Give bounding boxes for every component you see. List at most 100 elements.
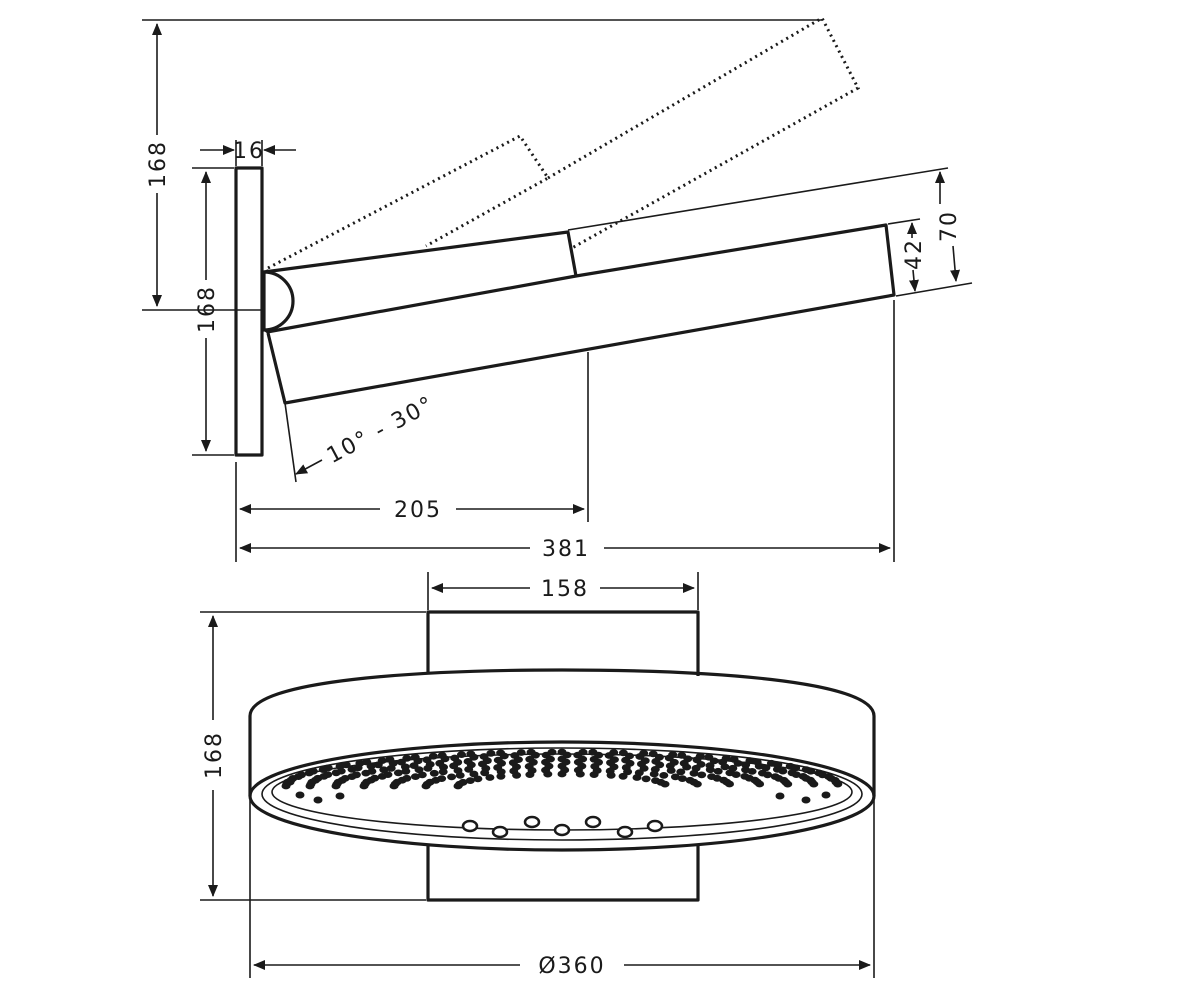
nozzle bbox=[373, 761, 383, 769]
nozzle bbox=[775, 792, 785, 800]
shower-head-rim bbox=[248, 668, 876, 796]
nozzle bbox=[393, 769, 403, 777]
large-nozzle bbox=[646, 819, 664, 833]
dim-overall-height: 168 bbox=[142, 19, 822, 311]
nozzle bbox=[353, 764, 363, 772]
wall-plate bbox=[234, 166, 264, 457]
nozzle bbox=[411, 773, 420, 780]
nozzle bbox=[659, 772, 669, 779]
nozzle bbox=[747, 768, 757, 775]
nozzle bbox=[670, 773, 680, 781]
nozzle bbox=[666, 767, 676, 774]
spray-face-outer bbox=[248, 740, 876, 852]
nozzle bbox=[417, 771, 427, 779]
nozzle bbox=[308, 767, 318, 775]
nozzle bbox=[414, 766, 424, 774]
dim-head-thickness-label: 42 bbox=[902, 238, 927, 270]
large-nozzle bbox=[491, 825, 509, 839]
nozzle bbox=[676, 768, 686, 776]
nozzle bbox=[447, 773, 457, 781]
nozzle bbox=[705, 766, 715, 774]
nozzle bbox=[455, 772, 465, 779]
nozzle bbox=[525, 771, 535, 778]
dim-front-height: 168 bbox=[200, 611, 426, 901]
nozzle bbox=[473, 775, 483, 783]
nozzle bbox=[469, 770, 479, 778]
dim-to-arm-joint-label: 205 bbox=[394, 498, 442, 523]
nozzle bbox=[778, 767, 788, 775]
nozzle bbox=[512, 771, 522, 779]
nozzle bbox=[295, 791, 305, 799]
nozzle bbox=[689, 769, 699, 777]
dim-diameter: Ø360 bbox=[249, 800, 875, 979]
nozzle bbox=[367, 768, 377, 775]
nozzle bbox=[480, 769, 490, 777]
nozzle bbox=[313, 796, 323, 804]
nozzle bbox=[469, 753, 479, 761]
nozzle bbox=[440, 755, 450, 763]
nozzle bbox=[386, 764, 396, 772]
nozzle bbox=[464, 766, 474, 773]
large-nozzle bbox=[523, 815, 541, 829]
nozzle bbox=[437, 775, 447, 782]
dim-diameter-label: Ø360 bbox=[538, 954, 605, 979]
dim-plate-width: 158 bbox=[427, 572, 699, 610]
nozzle bbox=[606, 771, 616, 779]
nozzle bbox=[323, 771, 333, 778]
dim-head-thickness: 42 bbox=[887, 218, 927, 292]
nozzle bbox=[458, 778, 468, 786]
nozzle bbox=[677, 775, 687, 782]
nozzle bbox=[649, 770, 659, 778]
nozzle bbox=[733, 760, 743, 767]
nozzle bbox=[465, 777, 475, 784]
nozzle bbox=[635, 753, 645, 760]
large-nozzle bbox=[553, 823, 571, 837]
dim-plate-width-label: 158 bbox=[541, 577, 589, 602]
nozzle bbox=[809, 780, 819, 788]
nozzle bbox=[831, 778, 841, 786]
ball-joint bbox=[262, 270, 295, 332]
front-wall-plate-bottom bbox=[426, 846, 700, 902]
dim-to-arm-joint: 205 bbox=[235, 352, 589, 562]
nozzle bbox=[496, 772, 506, 780]
nozzle bbox=[801, 796, 811, 804]
nozzle bbox=[741, 761, 751, 769]
nozzle bbox=[725, 780, 734, 788]
nozzle bbox=[438, 768, 448, 776]
alt-position-arm bbox=[267, 134, 551, 270]
nozzle bbox=[401, 767, 411, 775]
shower-arm bbox=[263, 230, 578, 334]
dim-plate-thickness-label: 16 bbox=[233, 139, 265, 164]
shower-head-side bbox=[266, 223, 896, 405]
nozzle bbox=[543, 770, 553, 778]
nozzle bbox=[383, 771, 393, 778]
dim-angle: 10° - 30° bbox=[295, 392, 439, 475]
nozzle bbox=[285, 778, 295, 786]
nozzle bbox=[557, 770, 567, 778]
nozzle bbox=[485, 774, 495, 781]
nozzle bbox=[791, 771, 801, 778]
alt-position-head bbox=[547, 15, 860, 250]
nozzle bbox=[370, 774, 380, 782]
nozzle bbox=[457, 751, 466, 758]
nozzle bbox=[682, 763, 692, 771]
front-wall-plate-top bbox=[426, 610, 700, 676]
nozzle bbox=[589, 771, 599, 778]
nozzle bbox=[660, 780, 670, 788]
dim-plate-height: 168 bbox=[192, 167, 234, 456]
spray-nozzles bbox=[281, 748, 843, 839]
nozzle bbox=[429, 769, 439, 777]
nozzle bbox=[632, 774, 642, 781]
nozzle bbox=[618, 772, 628, 780]
large-nozzle bbox=[584, 815, 602, 829]
front-view: 158 168 Ø360 bbox=[200, 572, 876, 979]
nozzle bbox=[486, 749, 496, 757]
nozzle bbox=[341, 761, 351, 769]
nozzle bbox=[297, 771, 306, 779]
nozzle bbox=[692, 780, 702, 788]
nozzle bbox=[821, 791, 831, 799]
nozzle bbox=[806, 767, 816, 775]
dim-head-height: 70 bbox=[567, 167, 973, 297]
nozzle bbox=[439, 763, 448, 771]
